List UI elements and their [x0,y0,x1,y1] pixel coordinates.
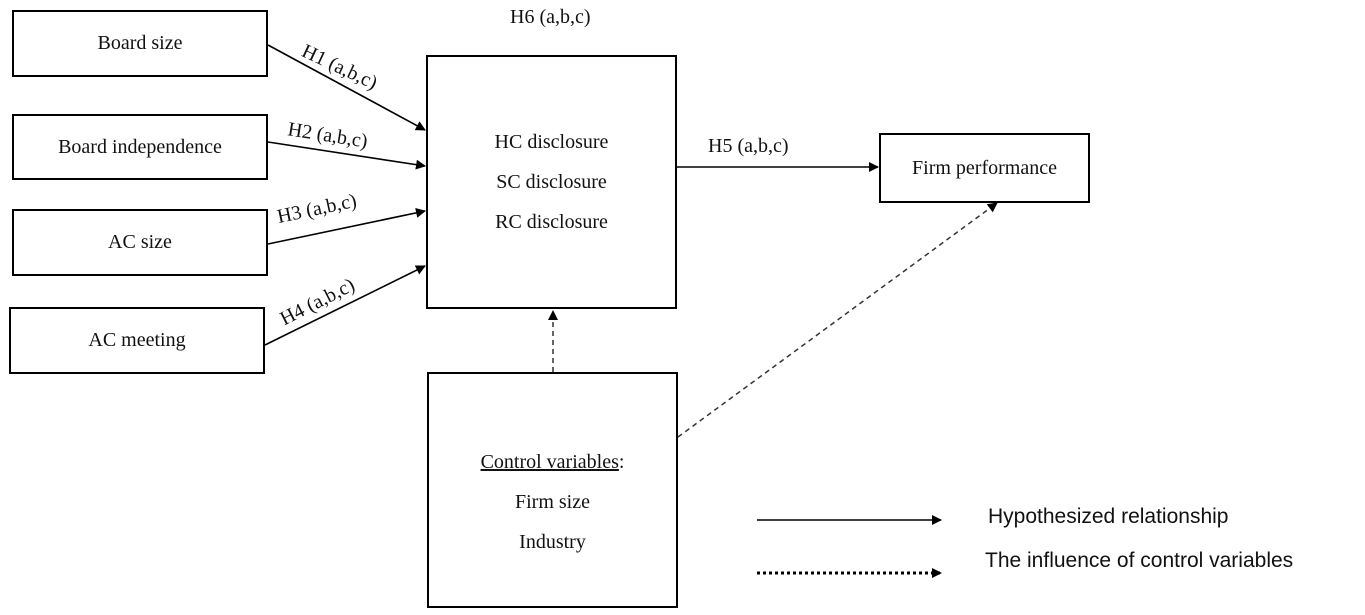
ic-disclosure-box: HC disclosure SC disclosure RC disclosur… [426,55,677,309]
legend-control-label: The influence of control variables [985,549,1294,572]
sc-disclosure-label: SC disclosure [496,171,607,193]
board-independence-box: Board independence [12,114,268,180]
board-size-label: Board size [97,32,183,54]
rc-disclosure-label: RC disclosure [495,211,608,233]
arrow-h3 [267,207,426,245]
firm-performance-box: Firm performance [879,133,1090,203]
firm-performance-label: Firm performance [912,156,1057,179]
ac-size-box: AC size [12,209,268,276]
hypothesis-h5-label: H5 (a,b,c) [708,135,789,157]
control-variables-heading: Control variables: [481,442,625,482]
arrow-h1 [267,44,426,131]
ac-size-label: AC size [108,231,172,253]
board-independence-label: Board independence [58,135,222,158]
ac-meeting-box: AC meeting [9,307,265,374]
legend-hypothesized-label: Hypothesized relationship [988,505,1229,528]
board-size-box: Board size [12,10,268,77]
control-item-firm-size: Firm size [515,491,590,513]
hypothesis-h6-label: H6 (a,b,c) [510,6,591,28]
arrow-control-to-performance [677,202,998,438]
control-variables-title: Control variables [480,451,619,473]
arrow-h2 [267,141,426,170]
arrow-h4 [264,265,426,346]
control-item-industry: Industry [519,531,586,553]
control-variables-colon: : [618,451,625,473]
ac-meeting-label: AC meeting [88,329,186,351]
control-variables-box: Control variables: Firm size Industry [427,372,678,608]
hc-disclosure-label: HC disclosure [494,131,609,153]
